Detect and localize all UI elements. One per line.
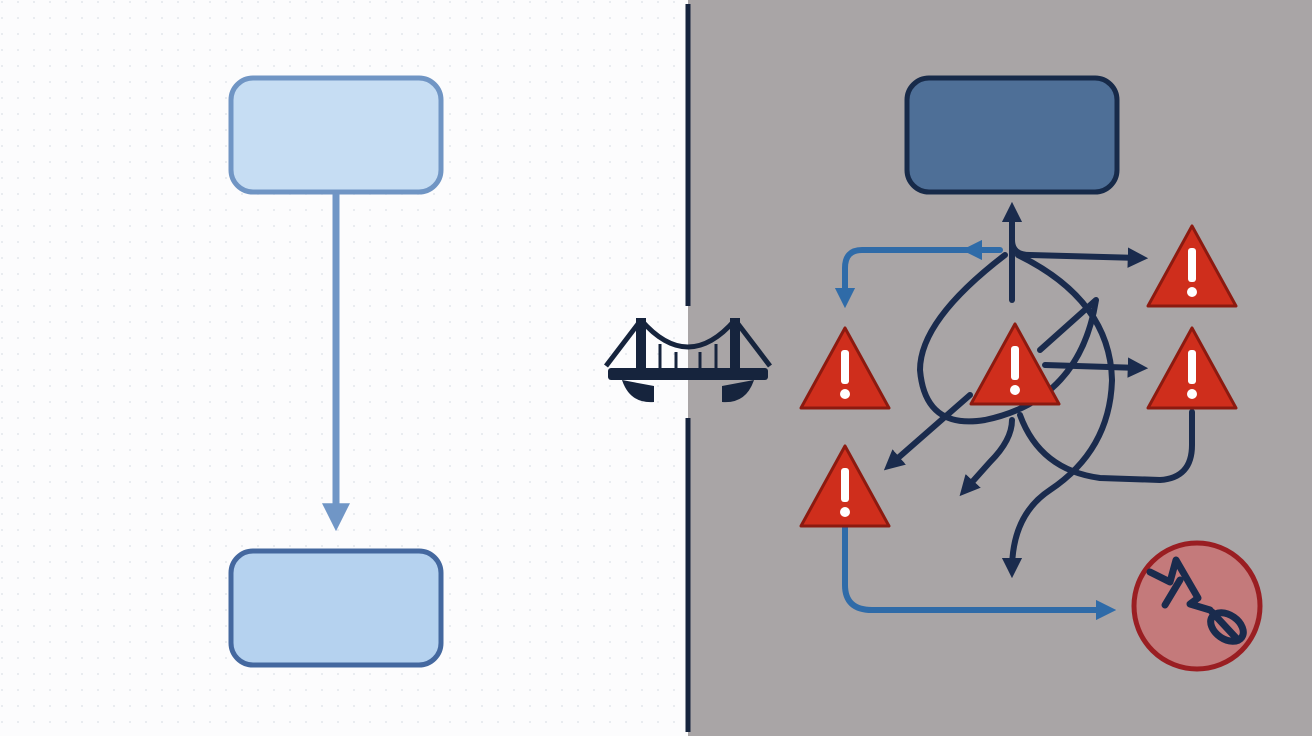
arrow-down-long xyxy=(1001,252,1115,579)
warning-top-right-icon xyxy=(1146,224,1238,308)
arrow-short-down xyxy=(959,417,1015,497)
arrow-to-warning-right xyxy=(1042,357,1149,378)
warning-group xyxy=(799,224,1238,528)
left-box-top xyxy=(228,75,444,195)
arrow-to-warning-left xyxy=(834,247,988,309)
warning-center-icon xyxy=(969,322,1061,406)
right-box-top xyxy=(904,75,1120,195)
broken-link-icon xyxy=(1131,540,1263,672)
arrow-loop-right xyxy=(1017,409,1195,483)
warning-lower-left-icon xyxy=(799,444,891,528)
arrow-to-warning-lower-left xyxy=(883,392,973,471)
bridge-icon xyxy=(604,318,772,403)
left-box-bottom xyxy=(228,548,444,668)
warning-left-icon xyxy=(799,326,891,410)
tangled-arrows xyxy=(834,201,1195,621)
arrow-to-broken-link xyxy=(842,522,1117,621)
warning-right-icon xyxy=(1146,326,1238,410)
